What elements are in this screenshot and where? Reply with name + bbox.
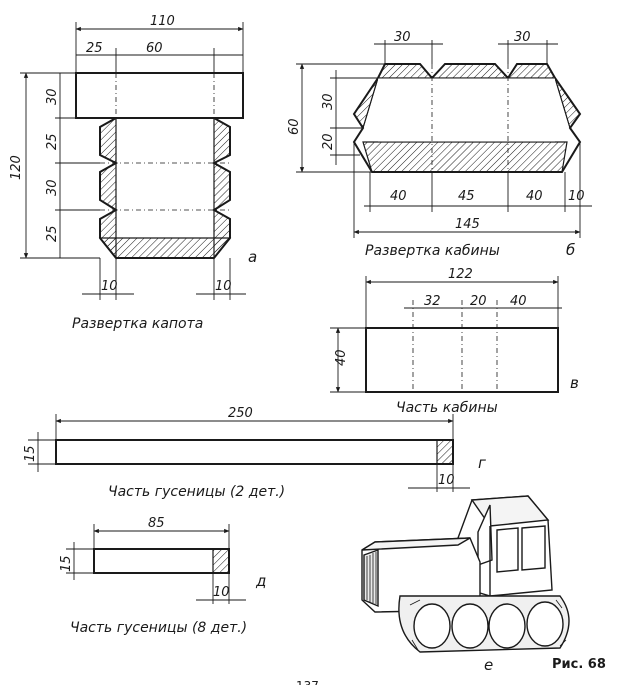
track-long-tab bbox=[436, 439, 454, 465]
hood-dim-25b: 25 bbox=[45, 225, 60, 242]
track-long-dim-15: 15 bbox=[23, 445, 38, 462]
track-short-dim-15: 15 bbox=[59, 555, 74, 572]
track-long-letter: г bbox=[478, 454, 486, 472]
hood-outline bbox=[99, 117, 231, 259]
track-short-strip bbox=[93, 548, 230, 574]
hood-dim-25a: 25 bbox=[45, 133, 60, 150]
hood-flap-bottom bbox=[98, 237, 232, 259]
page-number: 137 bbox=[296, 679, 319, 685]
track-long-dim-10: 10 bbox=[438, 473, 455, 488]
track-short-letter: д bbox=[255, 572, 266, 590]
cabin-dim-10: 10 bbox=[568, 189, 585, 204]
model-letter: е bbox=[484, 656, 493, 674]
cabin-part-caption: Часть кабины bbox=[396, 400, 498, 416]
hood-dim-10-left: 10 bbox=[101, 279, 118, 294]
cabin-flap-top-left bbox=[377, 63, 434, 79]
cabin-flap-top-mid bbox=[430, 63, 510, 79]
cabin-flap-left bbox=[353, 77, 379, 130]
track-short-dim-10: 10 bbox=[213, 585, 230, 600]
model-wheels bbox=[413, 601, 564, 649]
cabin-dim-20-side: 20 bbox=[321, 133, 336, 150]
cabin-part-letter: в bbox=[570, 374, 579, 392]
cabin-development: 30 30 60 30 20 40 45 40 10 145 Развертка… bbox=[287, 30, 592, 259]
track-long-strip bbox=[55, 439, 454, 465]
cabin-dim-45: 45 bbox=[458, 189, 475, 204]
hood-top-panel bbox=[75, 72, 244, 119]
assembled-tractor-model bbox=[361, 495, 570, 653]
track-short: 85 15 10 д Часть гусеницы (8 дет.) bbox=[59, 516, 266, 636]
hood-flap-left-2 bbox=[99, 161, 117, 212]
hood-caption: Развертка капота bbox=[72, 316, 203, 332]
hood-dim-60: 60 bbox=[146, 41, 163, 56]
cabin-part-dim-h40: 40 bbox=[334, 349, 349, 366]
cabin-caption: Развертка кабины bbox=[365, 243, 500, 259]
cabin-part: 122 32 20 40 40 в Часть кабины bbox=[330, 267, 579, 416]
hood-dim-25: 25 bbox=[86, 41, 103, 56]
cabin-dim-30-left: 30 bbox=[394, 30, 411, 45]
hood-letter: а bbox=[248, 248, 257, 266]
cabin-dim-40-b: 40 bbox=[526, 189, 543, 204]
track-short-dim-85: 85 bbox=[148, 516, 165, 531]
hood-development: 110 25 60 120 30 25 30 25 10 10 а Развер… bbox=[9, 14, 257, 332]
hood-dim-30a: 30 bbox=[45, 88, 60, 105]
cabin-dim-40-a: 40 bbox=[390, 189, 407, 204]
hood-dim-110: 110 bbox=[150, 14, 175, 29]
track-short-tab bbox=[212, 548, 230, 574]
cabin-flap-top-right bbox=[506, 63, 557, 79]
cabin-dim-60: 60 bbox=[287, 118, 302, 135]
hood-dim-10-right: 10 bbox=[215, 279, 232, 294]
track-short-caption: Часть гусеницы (8 дет.) bbox=[70, 620, 247, 636]
figure-label: Рис. 68 bbox=[552, 657, 606, 672]
cabin-part-dim-20: 20 bbox=[470, 294, 487, 309]
hood-flap-right-2 bbox=[213, 161, 231, 212]
track-long: 250 15 10 г Часть гусеницы (2 дет.) bbox=[23, 406, 486, 500]
track-long-dim-250: 250 bbox=[228, 406, 253, 421]
cabin-part-dim-40: 40 bbox=[510, 294, 527, 309]
cabin-part-dim-122: 122 bbox=[448, 267, 473, 282]
cabin-dim-30-right: 30 bbox=[514, 30, 531, 45]
hood-dim-120: 120 bbox=[9, 155, 24, 180]
cabin-part-dim-32: 32 bbox=[424, 294, 441, 309]
cabin-letter: б bbox=[566, 241, 575, 259]
track-long-caption: Часть гусеницы (2 дет.) bbox=[108, 484, 285, 500]
cabin-flap-bottom bbox=[362, 141, 568, 173]
cabin-dim-145: 145 bbox=[455, 217, 480, 232]
hood-dim-30b: 30 bbox=[45, 179, 60, 196]
cabin-dim-30-side: 30 bbox=[321, 93, 336, 110]
